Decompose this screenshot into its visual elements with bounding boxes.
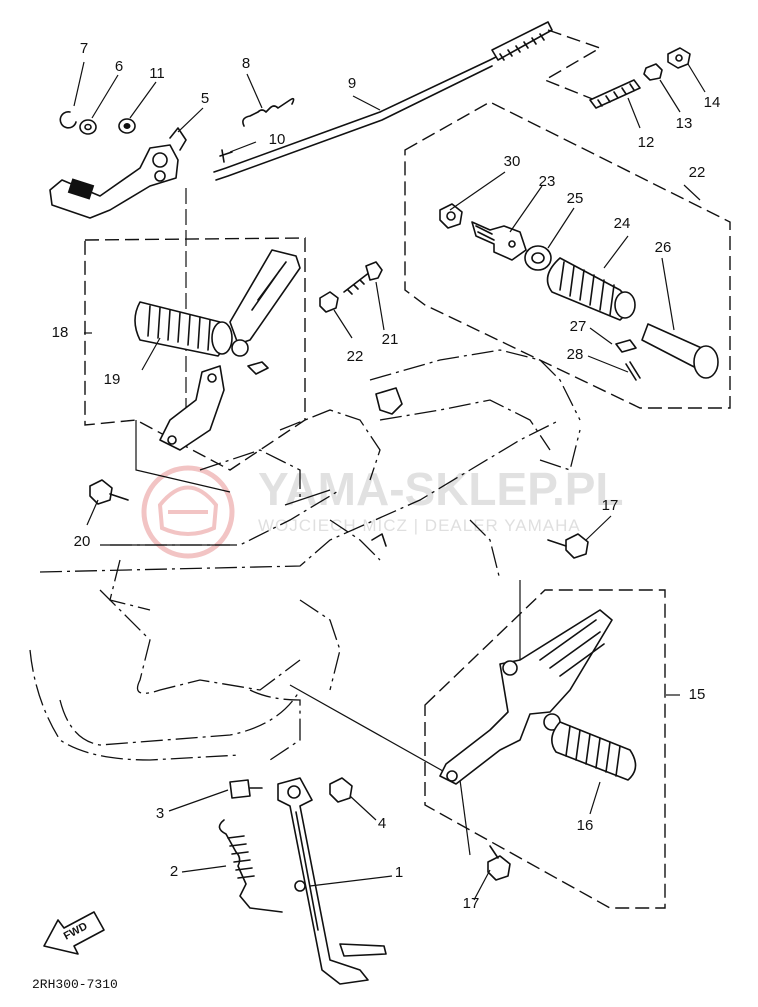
- callout-28: 27: [570, 318, 587, 335]
- callout-12: 12: [638, 134, 655, 151]
- callout-18: 18: [52, 324, 69, 341]
- nut-14: [667, 47, 691, 69]
- bolt-20: [89, 479, 129, 505]
- circlip: [59, 111, 77, 129]
- callout-27: 26: [655, 239, 672, 256]
- callout-23: 22: [689, 164, 706, 181]
- callout-17-lower: 17: [463, 895, 480, 912]
- callout-29: 28: [567, 346, 584, 363]
- washer-28: [615, 339, 637, 353]
- bolt-3: [229, 779, 263, 799]
- callout-24: 23: [539, 173, 556, 190]
- front-footrest-bracket: [159, 249, 301, 451]
- callout-8: 8: [242, 55, 250, 72]
- watermark: YAMA-SKLEP.PL WOJCIECH MICZ | DEALER YAM…: [141, 463, 624, 559]
- callout-26: 25: [567, 190, 584, 207]
- clip-18: [247, 361, 269, 375]
- callout-21: 21: [382, 331, 399, 348]
- rod-dashline: [543, 29, 602, 101]
- spring-2: [218, 819, 283, 913]
- rod-end-12: [589, 79, 641, 109]
- cotter-pin-29: [625, 361, 641, 381]
- callout-3: 3: [156, 805, 164, 822]
- callout-2: 2: [170, 863, 178, 880]
- callouts: 7 6 11 5 8 9 10 12 13 14 22 30 23 25 24 …: [52, 40, 721, 912]
- nut-4: [329, 777, 353, 803]
- callout-leaders: [73, 61, 706, 901]
- bolt-17-lower: [487, 845, 511, 881]
- callout-10: 10: [269, 131, 286, 148]
- callout-14: 14: [704, 94, 721, 111]
- callout-20: 20: [74, 533, 91, 550]
- footrest-rubber-25: [546, 257, 636, 321]
- side-stand: [277, 777, 387, 985]
- fwd-arrow-icon: FWD: [43, 911, 105, 955]
- callout-16: 16: [577, 817, 594, 834]
- footrest-19: [134, 301, 233, 357]
- callout-4: 4: [378, 815, 386, 832]
- nut-13: [643, 63, 663, 81]
- group-23-box: [404, 101, 731, 409]
- watermark-title: YAMA-SKLEP.PL: [258, 463, 624, 515]
- diagram-code: 2RH300-7310: [32, 977, 118, 992]
- bracket-24: [471, 221, 527, 261]
- footrest-16: [551, 721, 637, 781]
- callout-13: 13: [676, 115, 693, 132]
- pin-27: [641, 323, 719, 379]
- callout-15: 15: [689, 686, 706, 703]
- bolt-17-upper: [547, 533, 589, 559]
- washer-6: [79, 119, 97, 135]
- washer-11: [118, 118, 136, 134]
- callout-30: 30: [504, 153, 521, 170]
- spring-8: [242, 97, 295, 127]
- watermark-subtitle: WOJCIECH MICZ | DEALER YAMAHA: [258, 516, 581, 535]
- callout-25: 24: [614, 215, 631, 232]
- shift-pedal: [49, 127, 187, 219]
- callout-5: 5: [201, 90, 209, 107]
- callout-1: 1: [395, 864, 403, 881]
- shift-rod: [213, 21, 553, 181]
- group-18-box: [84, 237, 306, 471]
- bolt-21: [343, 261, 383, 295]
- rear-footrest-bracket: [439, 609, 613, 785]
- callout-19: 19: [104, 371, 121, 388]
- callout-11: 11: [149, 65, 165, 82]
- washer-26: [524, 245, 552, 271]
- callout-17-upper: 17: [602, 497, 619, 514]
- pin-10: [219, 149, 233, 163]
- nut-22: [319, 291, 339, 313]
- callout-6: 6: [115, 58, 123, 75]
- callout-9: 9: [348, 75, 356, 92]
- watermark-logo-icon: [141, 465, 235, 559]
- stand-pin: [294, 880, 306, 892]
- group-15-box: [424, 589, 666, 909]
- callout-22: 22: [347, 348, 364, 365]
- nut-30: [439, 203, 463, 229]
- frame-bracket: [371, 387, 403, 547]
- callout-7: 7: [80, 40, 88, 57]
- assembly-lines: [100, 188, 521, 856]
